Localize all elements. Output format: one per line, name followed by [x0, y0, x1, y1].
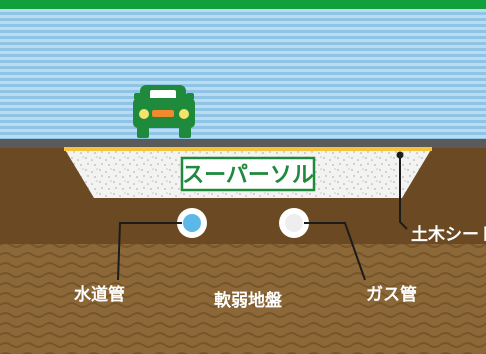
- product-label-box: [180, 156, 316, 192]
- gas-pipe-label: ガス管: [366, 284, 417, 305]
- water-pipe-label: 水道管: [74, 284, 125, 305]
- soft-ground-label: 軟弱地盤: [214, 290, 283, 311]
- car-icon: [133, 85, 195, 138]
- geotextile-label: 土木シート: [411, 224, 486, 245]
- sky: [0, 9, 486, 139]
- water-pipe-icon: [177, 208, 207, 238]
- water-pipe-pointer-line: [117, 222, 182, 281]
- geotextile-sheet: [64, 147, 432, 151]
- geotextile-pointer-line: [399, 155, 408, 230]
- soft-ground-layer: [0, 244, 486, 354]
- road-surface: [0, 139, 486, 148]
- top-band: [0, 0, 486, 9]
- gas-pipe-pointer-line: [304, 222, 366, 281]
- product-label: スーパーソル: [182, 163, 314, 188]
- gas-pipe-icon: [279, 208, 309, 238]
